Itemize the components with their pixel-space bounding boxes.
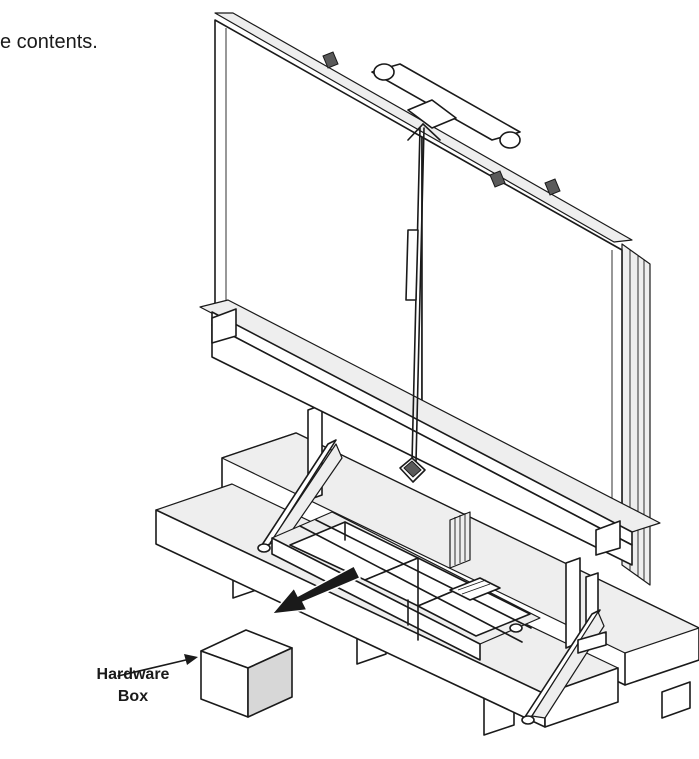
hardware-box-label: Hardware Box bbox=[88, 664, 178, 708]
hardware-label-line1: Hardware bbox=[96, 666, 170, 683]
callout-leader bbox=[117, 654, 198, 677]
support-braces bbox=[257, 439, 607, 725]
pull-out-arrow bbox=[270, 564, 362, 615]
top-mechanism bbox=[322, 51, 561, 196]
center-column bbox=[449, 511, 471, 569]
intro-text: e contents. bbox=[0, 31, 98, 53]
hardware-box bbox=[200, 629, 293, 718]
gas-strut bbox=[399, 127, 426, 483]
hardware-label-line2: Box bbox=[117, 688, 149, 705]
tray-assembly bbox=[271, 511, 541, 661]
